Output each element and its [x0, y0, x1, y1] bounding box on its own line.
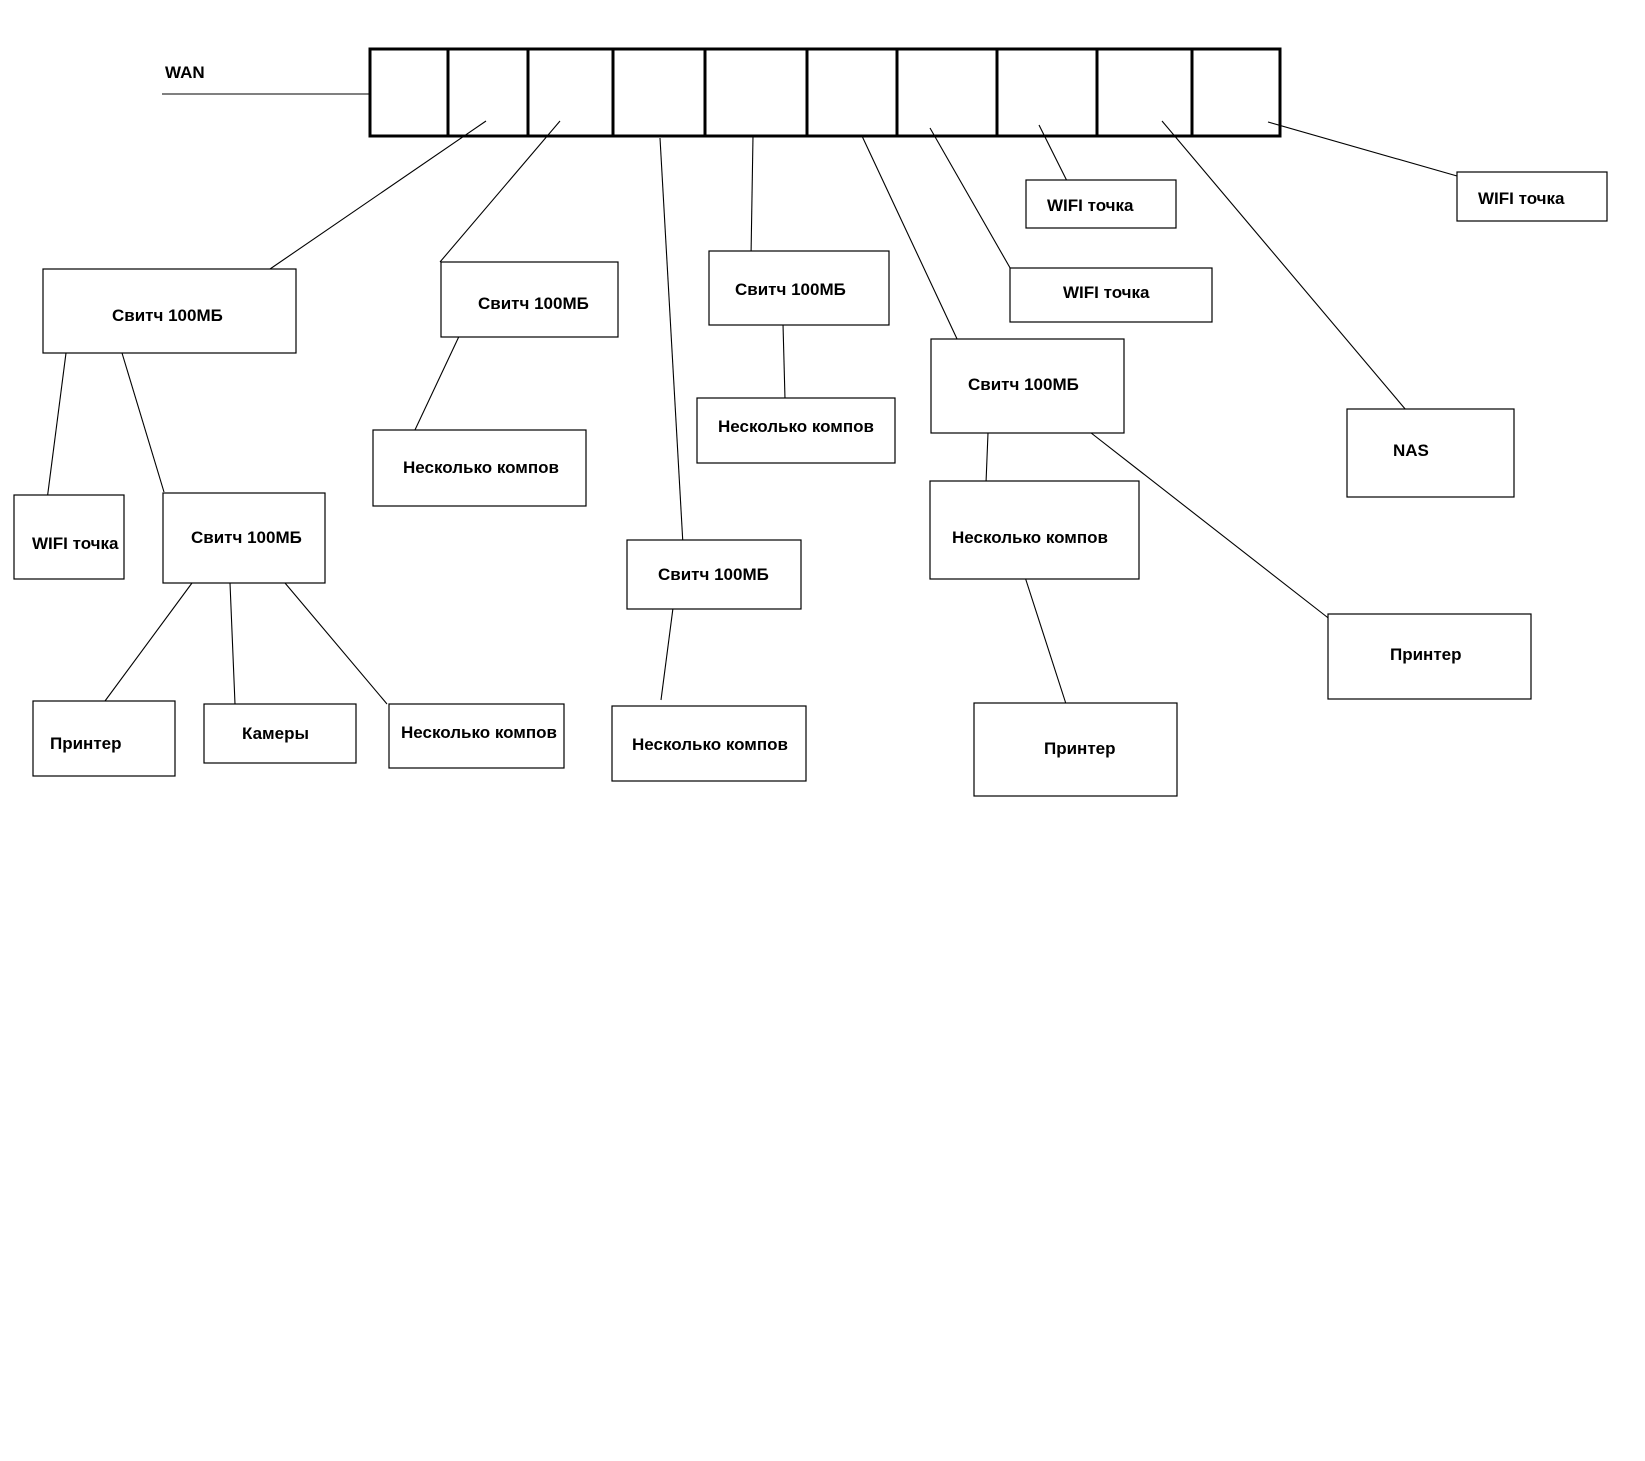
- pcs-label: Несколько компов: [718, 417, 874, 436]
- pcs-box: [696, 397, 896, 464]
- pcs-label: Несколько компов: [952, 528, 1108, 547]
- link-port7-wifi: [929, 127, 1018, 281]
- link-sw3-pcs: [660, 607, 674, 701]
- printer-label: Принтер: [1390, 645, 1462, 664]
- node-switch: Свитч 100МБ: [708, 250, 890, 326]
- link-port4-sw3: [659, 137, 684, 546]
- switch-box: [708, 250, 890, 326]
- printer-box: [1327, 613, 1532, 700]
- wifi-label: WIFI точка: [1063, 283, 1150, 302]
- node-pcs: Несколько компов: [388, 703, 565, 769]
- pcs-box: [611, 705, 807, 782]
- connections: [46, 120, 1479, 708]
- switch-box: [930, 338, 1125, 434]
- switch-box: [440, 261, 619, 338]
- link-sw6-pcs: [284, 582, 388, 705]
- wifi-box: [1009, 267, 1213, 323]
- node-pcs: Несколько компов: [611, 705, 807, 782]
- link-port5-sw4: [750, 135, 754, 258]
- node-cameras: Камеры: [203, 703, 357, 764]
- printer-box: [973, 702, 1178, 797]
- nas-label: NAS: [1393, 441, 1429, 460]
- switch-label: Свитч 100МБ: [968, 375, 1079, 394]
- pcs-box: [929, 480, 1140, 580]
- printer-label: Принтер: [1044, 739, 1116, 758]
- link-port10-wifi: [1267, 121, 1479, 183]
- node-wifi: WIFI точка: [1456, 171, 1608, 222]
- pcs-box: [372, 429, 587, 507]
- pcs-label: Несколько компов: [401, 723, 557, 742]
- wifi-label: WIFI точка: [32, 534, 119, 553]
- node-pcs: Несколько компов: [696, 397, 896, 464]
- wifi-box: [1456, 171, 1608, 222]
- link-sw6-printer: [104, 582, 193, 702]
- node-switch: Свитч 100МБ: [440, 261, 619, 338]
- pcs-box: [388, 703, 565, 769]
- link-port9-nas: [1161, 120, 1407, 411]
- node-switch: Свитч 100МБ: [42, 268, 297, 354]
- link-port2-sw1: [269, 120, 487, 270]
- switch-box: [42, 268, 297, 354]
- node-switch: Свитч 100МБ: [626, 539, 802, 610]
- node-printer: Принтер: [1327, 613, 1532, 700]
- node-wifi: WIFI точка: [1009, 267, 1213, 323]
- wifi-box: [1025, 179, 1177, 229]
- cameras-label: Камеры: [242, 724, 309, 743]
- router-body: [368, 47, 1282, 138]
- switch-label: Свитч 100МБ: [658, 565, 769, 584]
- node-printer: Принтер: [32, 700, 176, 777]
- link-sw1-wifi: [46, 352, 67, 501]
- link-sw1-sw6: [121, 352, 165, 493]
- switch-label: Свитч 100МБ: [191, 528, 302, 547]
- link-sw6-cameras: [229, 582, 236, 705]
- link-port3-sw2: [439, 120, 561, 263]
- link-port6-sw5: [861, 135, 959, 342]
- switch-label: Свитч 100МБ: [112, 306, 223, 325]
- pcs-label: Несколько компов: [632, 735, 788, 754]
- node-switch: Свитч 100МБ: [162, 492, 326, 584]
- wifi-label: WIFI точка: [1047, 196, 1134, 215]
- node-wifi: WIFI точка: [1025, 179, 1177, 229]
- node-printer: Принтер: [973, 702, 1178, 797]
- link-sw5-pcs: [985, 432, 989, 484]
- node-switch: Свитч 100МБ: [930, 338, 1125, 434]
- node-nas: NAS: [1346, 408, 1515, 498]
- pcs-label: Несколько компов: [403, 458, 559, 477]
- switch-box: [626, 539, 802, 610]
- router-port-strip: [368, 47, 1282, 138]
- wifi-label: WIFI точка: [1478, 189, 1565, 208]
- switch-label: Свитч 100МБ: [478, 294, 589, 313]
- cameras-box: [203, 703, 357, 764]
- printer-label: Принтер: [50, 734, 122, 753]
- link-sw2-pcs: [413, 329, 463, 433]
- switch-box: [162, 492, 326, 584]
- node-pcs: Несколько компов: [372, 429, 587, 507]
- node-wifi: WIFI точка: [13, 494, 125, 580]
- link-pcs-printer: [1024, 576, 1068, 708]
- node-pcs: Несколько компов: [929, 480, 1140, 580]
- wan-label: WAN: [165, 63, 205, 82]
- link-sw5-printer: [1085, 428, 1337, 625]
- wifi-box: [13, 494, 125, 580]
- nas-box: [1346, 408, 1515, 498]
- link-sw4-pcs: [782, 323, 786, 400]
- switch-label: Свитч 100МБ: [735, 280, 846, 299]
- printer-box: [32, 700, 176, 777]
